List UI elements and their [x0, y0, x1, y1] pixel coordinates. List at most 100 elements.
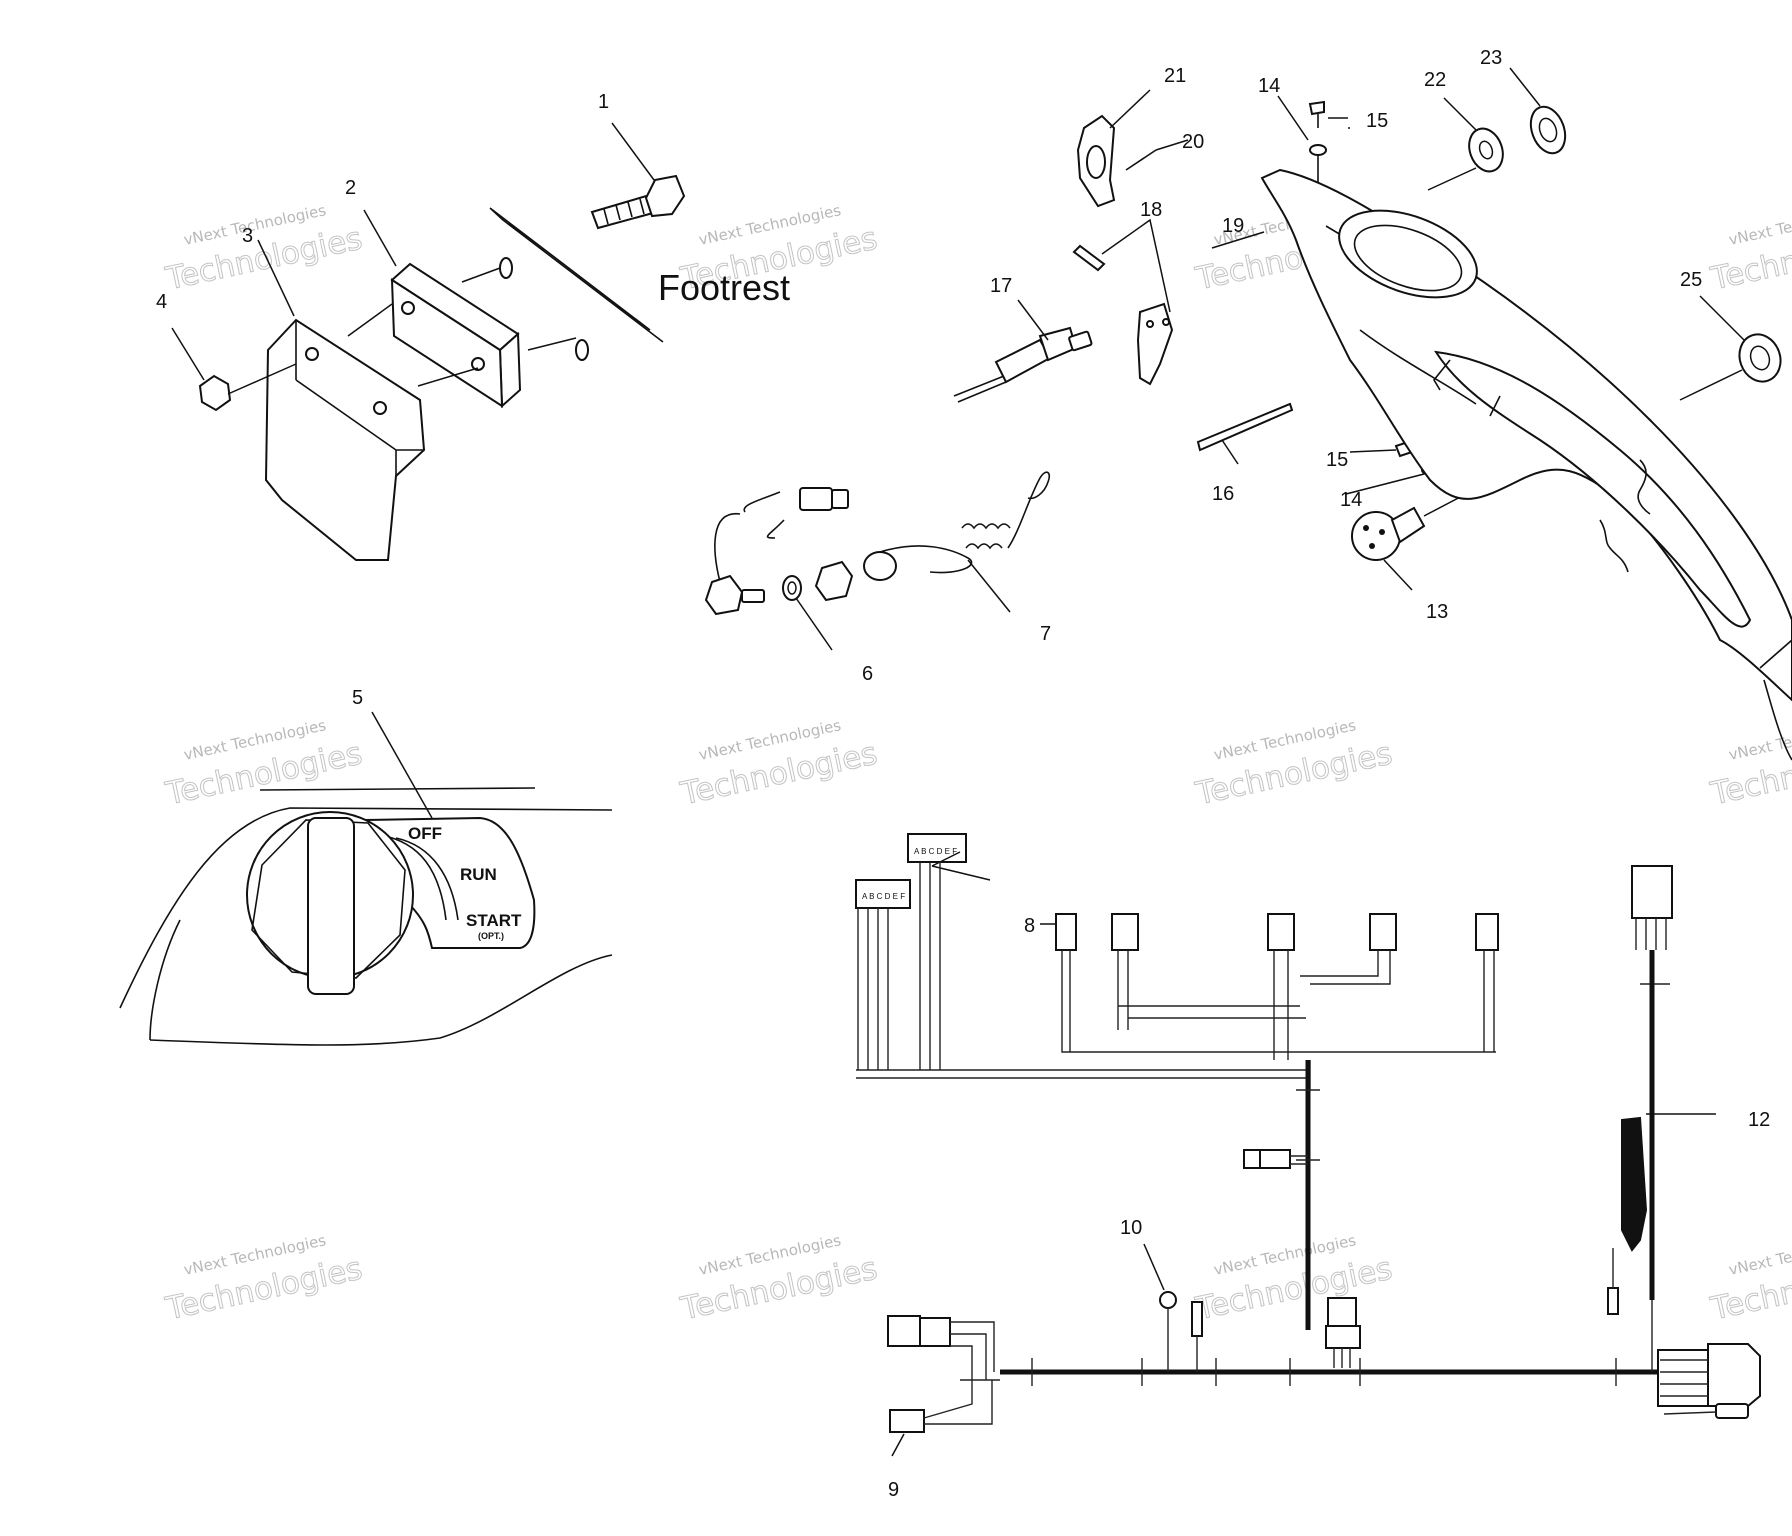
watermark: vNext Technologies Technologies — [162, 1231, 366, 1328]
callout-3: 3 — [242, 225, 253, 247]
watermark: vNext Technologies Technologies — [1707, 201, 1792, 298]
switch-plunger — [1068, 330, 1093, 352]
tie-strap — [1196, 402, 1294, 452]
connector — [1369, 913, 1397, 951]
leader-line — [171, 327, 297, 395]
bracket — [1136, 302, 1174, 386]
ignition-switch-panel: OFF RUN START (OPT.) 5 — [119, 687, 613, 1046]
callout-12: 12 — [1748, 1109, 1770, 1131]
leader-line — [1679, 295, 1745, 401]
tether-clip — [1007, 471, 1051, 549]
connector — [1259, 1149, 1291, 1169]
callout-5: 5 — [352, 687, 363, 709]
washer — [575, 339, 589, 361]
console-shell — [1260, 168, 1792, 702]
switch-body — [994, 338, 1052, 384]
connector — [1475, 913, 1499, 951]
console-detail — [1433, 359, 1501, 417]
connector — [1243, 1149, 1261, 1169]
ring-terminal — [1159, 1291, 1177, 1309]
multi-pin-connector — [1707, 1343, 1761, 1407]
harness-wires — [1635, 918, 1667, 950]
ignition-switch-stem — [1390, 506, 1426, 544]
switch-arc — [395, 837, 459, 921]
leader-line — [891, 1433, 905, 1457]
connector — [887, 1315, 921, 1347]
harness-trunk — [856, 1069, 1310, 1079]
connector — [1715, 1403, 1749, 1419]
wire — [766, 519, 785, 539]
connector — [831, 489, 849, 509]
console-edge — [1763, 679, 1792, 761]
washer — [499, 257, 513, 279]
footrest-heading: Footrest — [658, 267, 790, 308]
harness-wires — [923, 1321, 1000, 1425]
harness-sleeve — [1621, 1116, 1648, 1252]
leader-line — [363, 209, 397, 267]
connector — [1111, 913, 1139, 951]
callout-13: 13 — [1426, 601, 1448, 623]
callout-15-bottom: 15 — [1326, 449, 1348, 471]
console-opening-inner — [1353, 224, 1463, 292]
fuse — [1607, 1287, 1619, 1315]
leader-line — [1443, 97, 1477, 131]
wire — [743, 491, 781, 513]
panel-edge — [119, 807, 613, 1009]
panel-edge — [259, 787, 536, 791]
console-edge — [1759, 639, 1792, 669]
bracket-hole — [1086, 145, 1106, 179]
leader-line — [1109, 89, 1189, 151]
multi-pin-connector — [1657, 1349, 1709, 1407]
leader-line — [1348, 127, 1477, 191]
ignition-knob-grip — [307, 817, 355, 995]
leader-line — [257, 239, 295, 317]
callout-18: 18 — [1140, 199, 1162, 221]
callout-8: 8 — [1024, 915, 1035, 937]
fuse — [1191, 1301, 1203, 1337]
callout-10: 10 — [1120, 1217, 1142, 1239]
watermark: vNext Technologies Technologies — [1192, 716, 1396, 813]
console-switches: 17 18 21 20 19 14 15 16 15 14 — [953, 65, 1467, 623]
callout-25: 25 — [1680, 269, 1702, 291]
footrest-edge — [489, 207, 664, 343]
connector — [1631, 865, 1673, 919]
callout-15-top: 15 — [1366, 110, 1388, 132]
leader-line — [1277, 95, 1348, 141]
callout-2: 2 — [345, 177, 356, 199]
watermark: vNext Technologies Technologies — [1707, 1231, 1792, 1328]
harness-wires — [1651, 1300, 1717, 1415]
kill-switch-stem — [741, 589, 765, 603]
connector — [1325, 1325, 1361, 1349]
callout-1: 1 — [598, 91, 609, 113]
callout-17: 17 — [990, 275, 1012, 297]
spacer-block — [390, 262, 522, 409]
pin — [1072, 244, 1106, 272]
leader-line — [1101, 218, 1171, 313]
watermark: vNext Technologies Technologies — [162, 716, 366, 813]
kill-switch-body — [704, 574, 744, 616]
leader-line — [611, 122, 655, 181]
harness-tie — [1031, 1358, 1617, 1386]
wire — [714, 513, 741, 583]
svg-text:vNext Technologies: vNext Technologies — [1727, 1231, 1792, 1279]
panel-edge — [149, 954, 613, 1046]
switch-start-note: (OPT.) — [478, 931, 504, 941]
callout-9: 9 — [888, 1479, 899, 1501]
tether-cap — [863, 551, 897, 581]
callout-16: 16 — [1212, 483, 1234, 505]
watermark: vNext Technologies Technologies — [677, 1231, 881, 1328]
connector — [1327, 1297, 1357, 1327]
svg-text:vNext Technologies: vNext Technologies — [1727, 201, 1792, 249]
callout-23: 23 — [1480, 47, 1502, 69]
multi-pin-connector — [907, 833, 967, 863]
harness-tie — [1296, 1089, 1320, 1161]
footpad — [264, 318, 426, 561]
switch-arc — [379, 834, 447, 921]
leader-line — [371, 711, 433, 819]
callout-6: 6 — [862, 663, 873, 685]
leader-line — [931, 851, 991, 881]
screw — [1125, 149, 1157, 171]
wire — [953, 375, 1007, 403]
leader-line — [1221, 439, 1239, 465]
